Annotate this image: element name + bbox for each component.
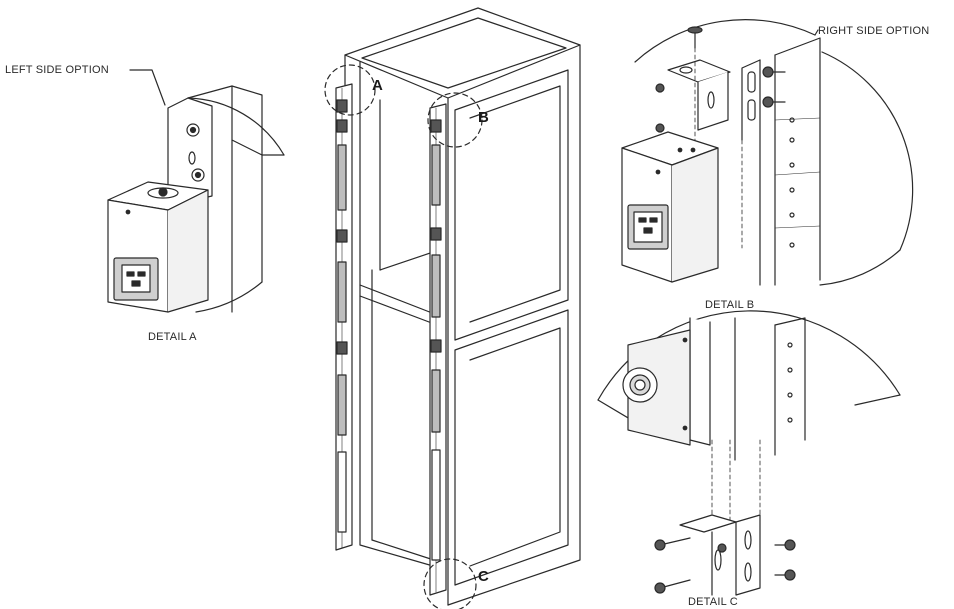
right-side-option-leader <box>814 29 819 36</box>
c19-outlet-face <box>121 264 151 293</box>
screw-c1 <box>654 539 666 551</box>
side-screw-2 <box>762 96 774 108</box>
screw-c3 <box>784 539 796 551</box>
outlet-bank-1 <box>337 144 347 211</box>
detail-c-bracket <box>679 514 737 533</box>
detail-a-label: DETAIL A <box>148 331 197 343</box>
rack-post-edge <box>231 85 263 156</box>
bracket-screw-bottom <box>191 168 205 182</box>
rack-right-side <box>447 44 581 606</box>
detail-a-view <box>107 69 285 313</box>
detail-c-view <box>597 310 901 596</box>
rack-front-frame <box>359 61 441 569</box>
outlet-bank-2 <box>337 261 347 323</box>
rack-post-top <box>187 85 285 156</box>
left-vertical-pdu <box>335 83 353 551</box>
side-screw-1 <box>762 66 774 78</box>
outlet-bank-3 <box>337 374 347 436</box>
detail-c-marker-circle <box>423 558 477 609</box>
pdu-top-screw <box>158 187 168 197</box>
detail-c-label: DETAIL C <box>688 596 738 608</box>
rack-side-panel-upper <box>454 69 569 341</box>
bracket-screw-top <box>186 123 200 137</box>
rack-side-panel-lower <box>454 309 569 586</box>
detail-a-arc <box>187 97 285 156</box>
top-screw <box>687 26 703 34</box>
detail-b-view <box>621 19 914 286</box>
right-vertical-pdu <box>429 103 447 596</box>
pdu-side <box>167 189 209 313</box>
left-side-option-label: LEFT SIDE OPTION <box>5 64 109 76</box>
callout-b: B <box>478 109 489 126</box>
detail-b-label: DETAIL B <box>705 299 755 311</box>
callout-c: C <box>478 568 489 585</box>
detail-a-arc-bottom <box>195 281 263 313</box>
screw-c4 <box>784 569 796 581</box>
detail-b-marker-circle <box>427 92 483 148</box>
screw-c2 <box>654 582 666 594</box>
detail-a-marker-circle <box>324 64 376 116</box>
callout-a: A <box>372 77 383 94</box>
bracket-slot <box>188 151 196 165</box>
detail-b-arc <box>634 19 816 63</box>
left-side-option-leader <box>129 69 166 106</box>
rack-cabinet <box>344 7 581 606</box>
right-side-option-label: RIGHT SIDE OPTION <box>818 25 930 37</box>
